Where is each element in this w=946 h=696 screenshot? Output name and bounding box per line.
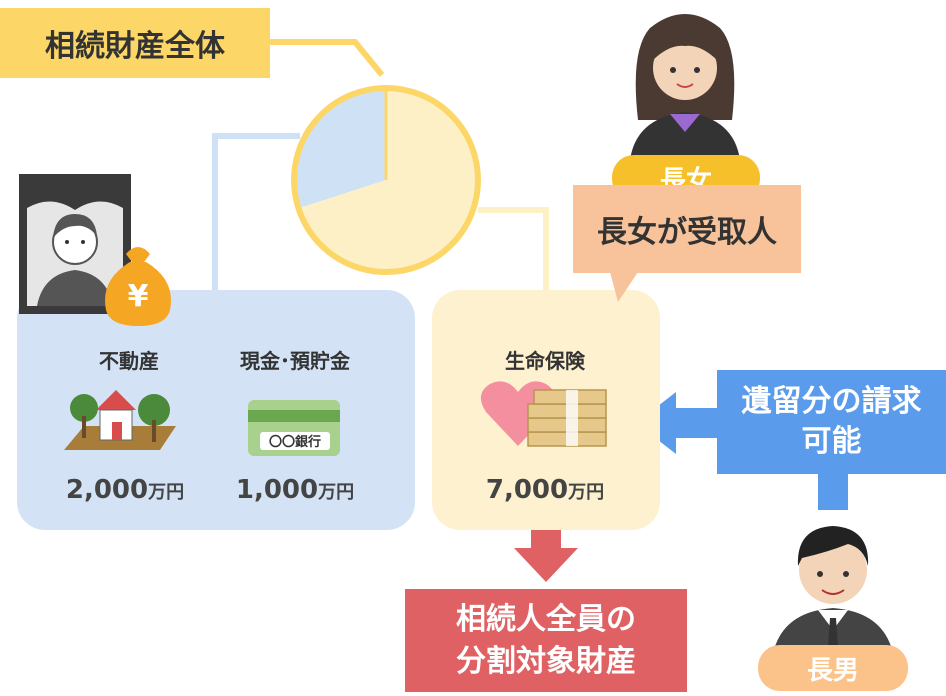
divisible-estate-box: 相続人全員の 分割対象財産 bbox=[405, 589, 687, 692]
cash-savings-amount: 1,000万円 bbox=[235, 475, 355, 505]
claim-stem bbox=[818, 474, 848, 510]
claim-line2: 可能 bbox=[801, 424, 862, 459]
life-insurance-title: 生命保険 bbox=[505, 349, 585, 373]
eldest-son-avatar bbox=[772, 526, 894, 658]
cash-savings-title: 現金･預貯金 bbox=[240, 349, 350, 373]
house-icon bbox=[64, 390, 176, 450]
pie-slice bbox=[294, 88, 386, 209]
claim-box: 遺留分の請求 可能 bbox=[717, 370, 946, 474]
bubble-tail bbox=[610, 272, 638, 302]
beneficiary-bubble: 長女が受取人 bbox=[573, 185, 801, 273]
result-line1: 相続人全員の bbox=[456, 601, 636, 637]
pie-chart bbox=[291, 85, 481, 275]
money-bag-symbol: ¥ bbox=[128, 279, 149, 314]
heart-money-icon bbox=[480, 381, 607, 447]
estate-total-label: 相続財産全体 bbox=[0, 8, 270, 78]
connector-pie-left bbox=[212, 133, 300, 292]
result-line2: 分割対象財産 bbox=[456, 643, 636, 679]
life-insurance-amount: 7,000万円 bbox=[485, 475, 605, 505]
eldest-daughter-avatar bbox=[630, 14, 740, 160]
connector-pie-right bbox=[478, 207, 549, 292]
pie-slice bbox=[298, 88, 479, 273]
real-estate-title: 不動産 bbox=[99, 349, 159, 373]
eldest-son-badge: 長男 bbox=[758, 645, 908, 691]
bank-card-icon: 〇〇銀行 bbox=[248, 400, 340, 456]
bank-card-text: 〇〇銀行 bbox=[269, 434, 321, 450]
real-estate-amount: 2,000万円 bbox=[65, 475, 185, 505]
connector-title-pie bbox=[270, 39, 385, 77]
down-arrow bbox=[514, 517, 578, 582]
claim-line1: 遺留分の請求 bbox=[741, 384, 922, 419]
money-bag-icon: ¥ bbox=[105, 247, 171, 326]
